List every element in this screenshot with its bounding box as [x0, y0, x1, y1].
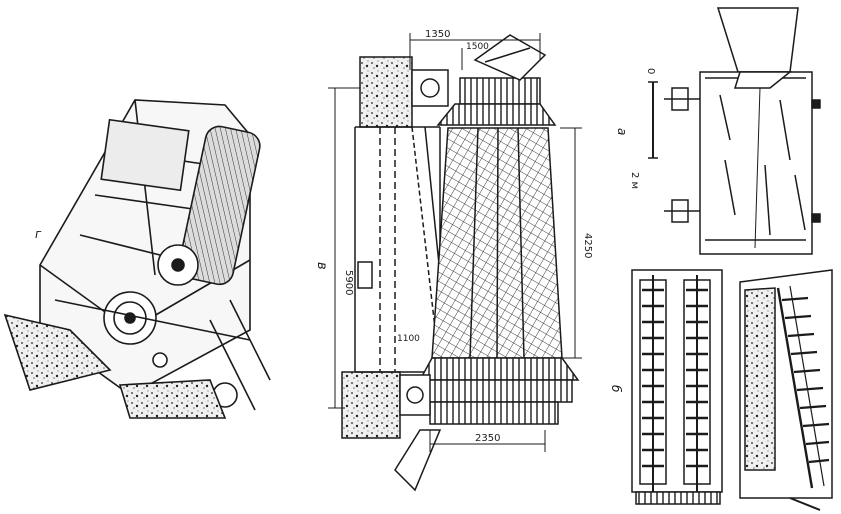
discharge-chute [3, 313, 112, 391]
panel-label-b: б [609, 385, 623, 393]
bottom-ring [418, 357, 580, 381]
conical-drum-drawing [328, 33, 582, 492]
side-view-paddles [781, 296, 830, 464]
screen-drum [178, 125, 261, 286]
top-ring [459, 77, 541, 105]
panel-label-a: а [615, 128, 629, 135]
scale-two-meters: 2 м [629, 172, 640, 189]
log-washer-drawing [631, 269, 833, 511]
dimension-4250: 4250 [582, 233, 593, 258]
panel-label-g: г [35, 227, 42, 241]
feed-chute [473, 34, 547, 81]
dimension-2350: 2350 [475, 433, 500, 444]
dimension-5900: 5900 [343, 270, 354, 295]
scale-zero: 0 [645, 68, 656, 74]
dimension-1500: 1500 [466, 42, 489, 52]
washer-section-drawing [648, 7, 821, 255]
bottom-concrete-block [341, 371, 401, 439]
hopper [716, 7, 799, 73]
plan-view-paddles [642, 288, 708, 468]
dimension-1100: 1100 [397, 334, 420, 344]
perspective-machine-drawing [3, 99, 271, 419]
panel-label-v: в [314, 262, 329, 270]
top-concrete-block [359, 56, 413, 128]
dimension-1350: 1350 [425, 29, 450, 40]
